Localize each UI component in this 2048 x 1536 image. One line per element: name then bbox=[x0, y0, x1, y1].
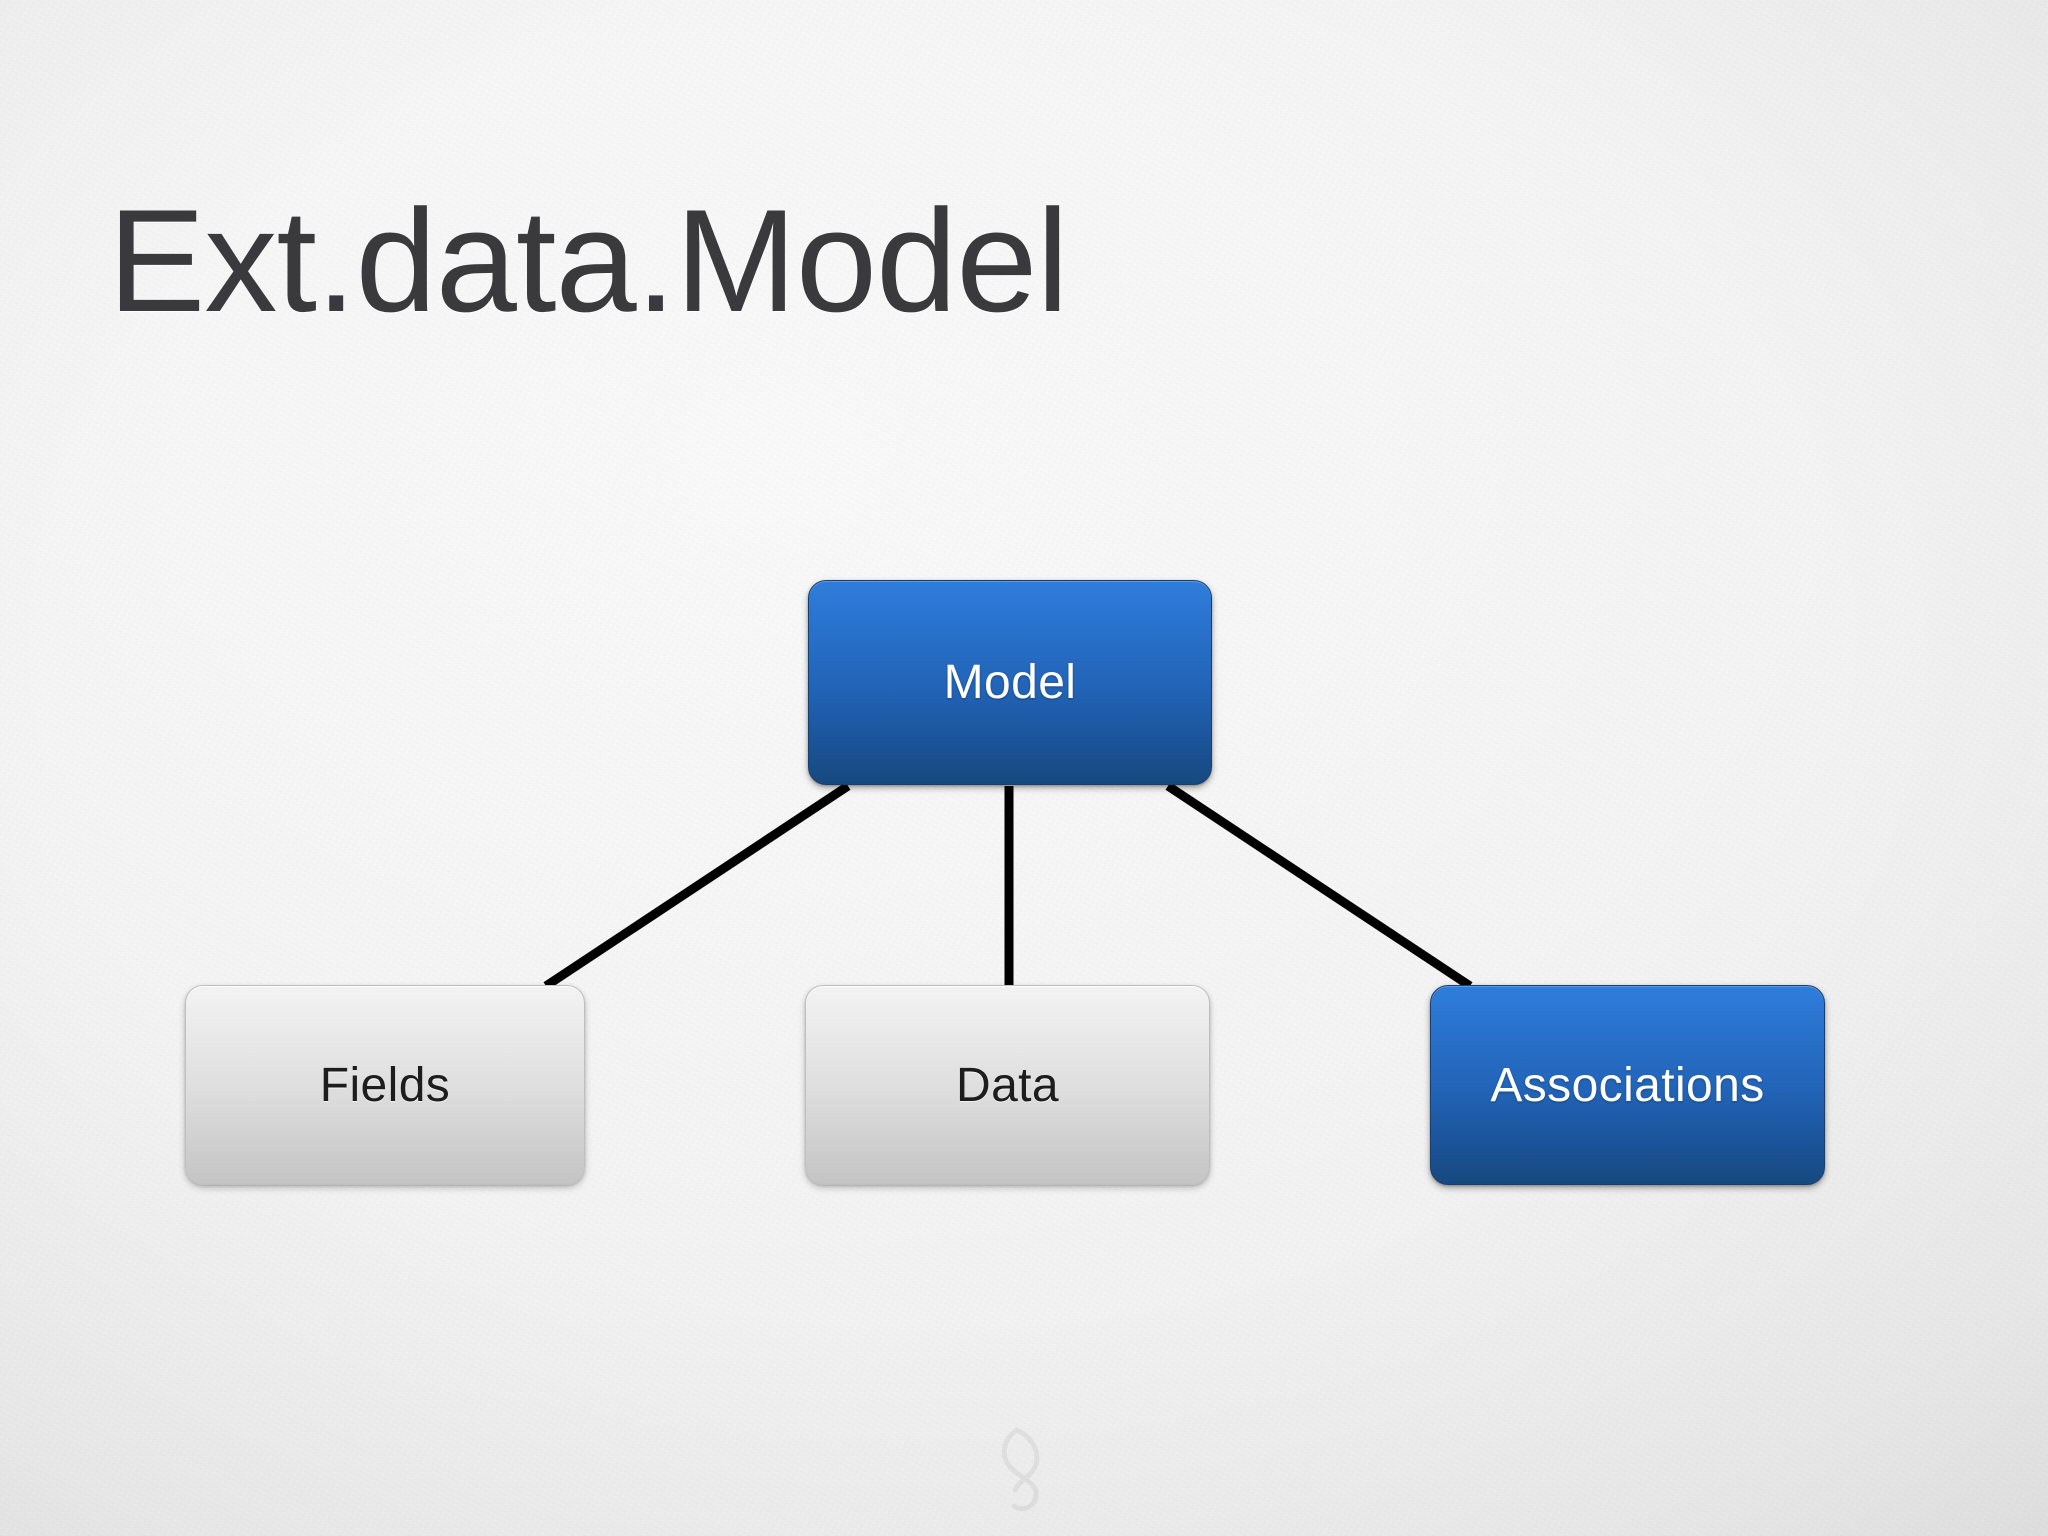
node-associations[interactable]: Associations bbox=[1430, 985, 1825, 1185]
node-associations-label: Associations bbox=[1490, 1058, 1765, 1112]
node-fields-label: Fields bbox=[319, 1058, 451, 1112]
node-model-label: Model bbox=[943, 656, 1077, 709]
page-title: Ext.data.Model bbox=[108, 179, 1069, 342]
node-model[interactable]: Model bbox=[808, 580, 1212, 785]
edge-model-to-fields bbox=[543, 782, 851, 990]
edge-model-to-associations bbox=[1165, 782, 1473, 990]
node-fields[interactable]: Fields bbox=[185, 985, 585, 1185]
node-data[interactable]: Data bbox=[805, 985, 1210, 1185]
sencha-logo-icon bbox=[1001, 1427, 1040, 1512]
node-data-label: Data bbox=[956, 1058, 1059, 1112]
